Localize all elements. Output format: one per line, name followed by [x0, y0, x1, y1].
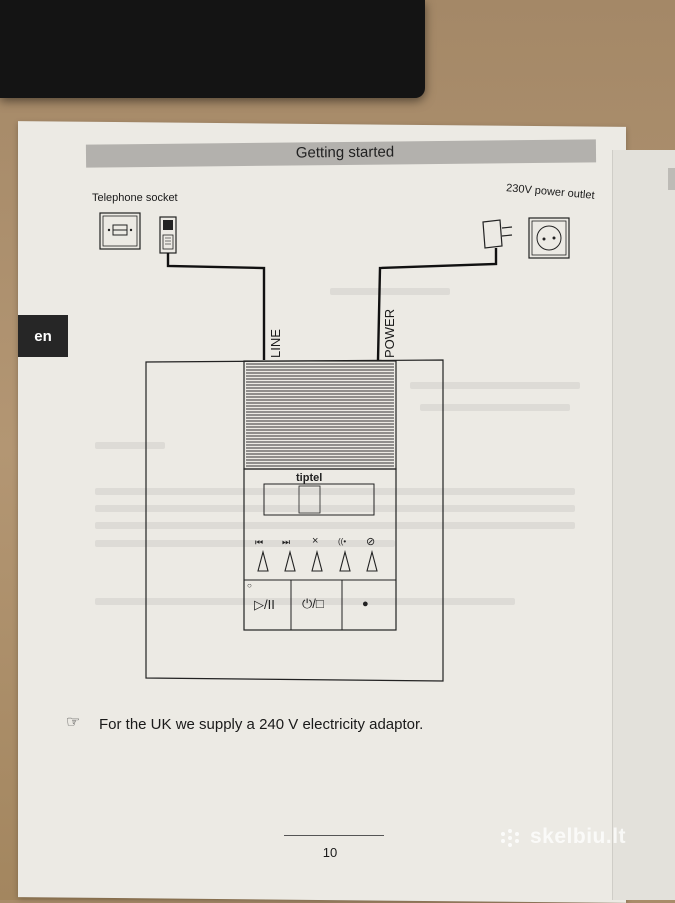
show-through [420, 404, 570, 411]
page-number: 10 [322, 845, 338, 860]
show-through [95, 488, 575, 495]
brand-logo: tiptel [296, 472, 323, 484]
show-through [95, 505, 575, 512]
telephone-socket-label: Telephone socket [92, 192, 178, 204]
record-button: ● [362, 598, 369, 610]
power-label: POWER [382, 308, 397, 358]
line-cable [166, 253, 266, 360]
play-pause-button: ▷/II [254, 597, 275, 612]
off-icon: ⊘ [366, 536, 376, 548]
rewind-icon: ⏮ [255, 537, 264, 547]
power-adaptor-icon [482, 219, 513, 249]
key-delete [311, 549, 323, 572]
delete-icon: × [312, 535, 319, 547]
pointing-hand-icon: ☞ [66, 714, 81, 731]
uk-adaptor-note: For the UK we supply a 240 V electricity… [99, 716, 424, 733]
key-announce [339, 549, 351, 572]
status-led-icon: ○ [247, 581, 252, 590]
footer-rule [284, 835, 384, 836]
key-rewind [257, 549, 269, 572]
dark-device-edge [0, 0, 425, 98]
announce-icon: ((• [338, 537, 347, 546]
show-through [95, 522, 575, 529]
show-through [95, 540, 395, 547]
power-stop-button: ⏻/□ [302, 596, 324, 611]
phone-plug-icon [159, 216, 177, 254]
show-through [95, 598, 515, 605]
show-through [95, 442, 165, 449]
power-outlet-icon [528, 217, 570, 259]
next-page-edge [612, 150, 675, 900]
key-off [366, 549, 378, 572]
telephone-socket-icon [99, 212, 141, 250]
power-cable [376, 248, 498, 361]
language-label: en [34, 328, 52, 345]
show-through [330, 288, 450, 295]
forward-icon: ⏭ [282, 537, 291, 547]
answering-machine [145, 359, 444, 682]
watermark-dots-icon [501, 829, 519, 847]
watermark-text: skelbiu.lt [530, 825, 627, 848]
show-through [410, 382, 580, 389]
next-page-header-band [668, 168, 675, 190]
line-label: LINE [268, 329, 283, 358]
key-forward [284, 549, 296, 572]
language-tab [18, 315, 68, 357]
